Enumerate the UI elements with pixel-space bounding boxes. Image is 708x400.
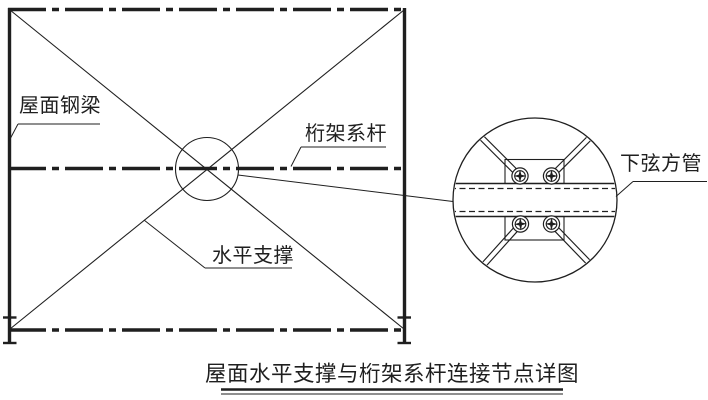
gusset-plate-top	[504, 158, 565, 185]
detail-boundary-circle	[452, 117, 618, 283]
plan-annotations: 屋面钢梁 桁架系杆 水平支撑	[8, 94, 387, 269]
grid-corner-marker-left	[3, 316, 17, 345]
label-horizontal-brace: 水平支撑	[143, 219, 294, 269]
label-lower-chord: 下弦方管	[615, 152, 707, 197]
label-truss-tie: 桁架系杆	[290, 122, 387, 167]
drawing-title-text: 屋面水平支撑与桁架系杆连接节点详图	[205, 362, 579, 386]
node-detail-circle	[174, 136, 240, 202]
roof-beam-lines	[7, 7, 407, 344]
label-roof-beam: 屋面钢梁	[8, 94, 101, 142]
roof-beam-text: 屋面钢梁	[19, 94, 101, 117]
brace-rod-bottom-right	[539, 211, 614, 281]
grid-corner-marker-right	[397, 316, 411, 345]
brace-rod-bottom-left	[460, 211, 533, 281]
detail-contents	[454, 119, 616, 281]
plan-view	[3, 7, 454, 345]
truss-tie-text: 桁架系杆	[305, 122, 387, 145]
horizontal-brace-text: 水平支撑	[212, 244, 294, 267]
detail-view	[452, 117, 618, 283]
brace-rod-top-right	[539, 119, 615, 189]
drawing-title: 屋面水平支撑与桁架系杆连接节点详图	[205, 362, 579, 395]
lower-chord-tube	[454, 182, 616, 218]
lower-chord-text: 下弦方管	[620, 152, 702, 175]
gusset-plate-bottom	[504, 215, 565, 241]
detail-reference-line	[237, 174, 454, 202]
